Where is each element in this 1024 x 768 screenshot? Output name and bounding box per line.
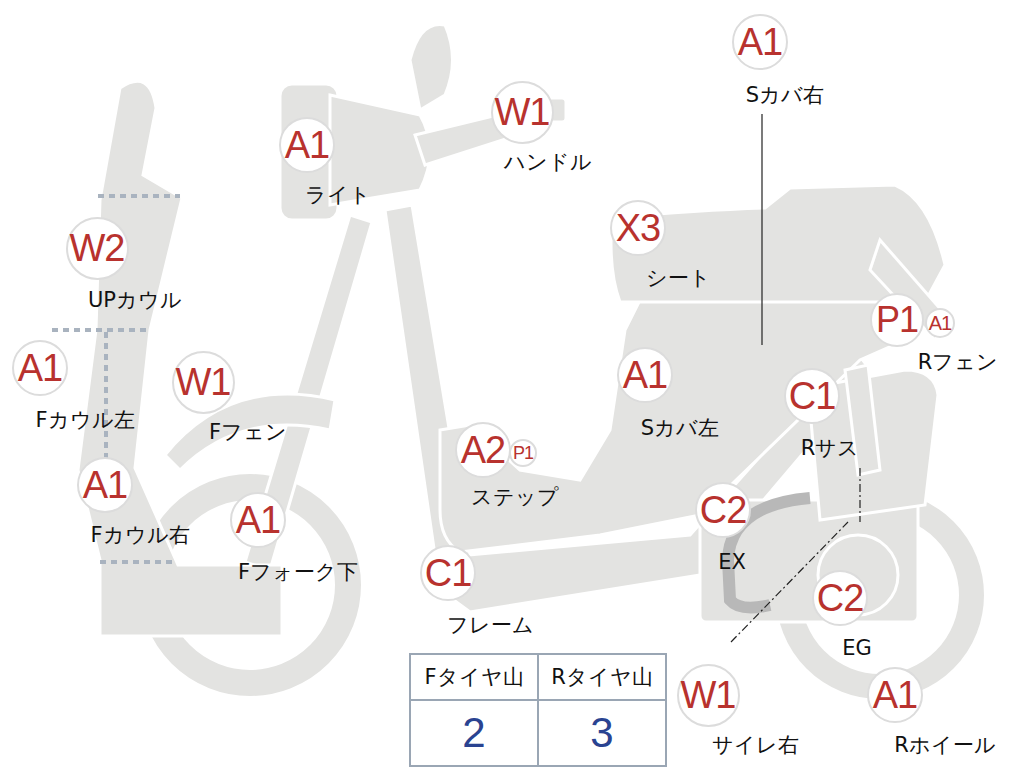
tyre-value: 3 — [590, 709, 613, 757]
callout-code: W1 — [172, 351, 235, 414]
parts-name: Fカウル右 — [90, 521, 189, 549]
callout-code: C2 — [695, 482, 751, 538]
callout-code: C1 — [420, 545, 476, 601]
callout-code: A1 — [279, 117, 335, 173]
callout-code: C2 — [812, 570, 868, 626]
callout-code: A1 — [732, 14, 788, 70]
callout-code: W1 — [491, 81, 554, 144]
parts-name: ステップ — [471, 483, 559, 511]
callout-code: A1 — [617, 347, 673, 403]
parts-name: ハンドル — [504, 148, 592, 176]
parts-name: Rホイール — [894, 731, 996, 759]
callout-code: C1 — [784, 368, 840, 424]
parts-name: Rサス — [801, 434, 860, 462]
callout-code: A1 — [925, 308, 955, 338]
callout-code: P1 — [870, 293, 924, 347]
parts-name: シート — [646, 264, 711, 292]
parts-name: Fフェン — [209, 418, 287, 446]
callout-code: X3 — [610, 200, 666, 256]
table-header: Rタイヤ山 — [551, 663, 653, 691]
parts-name: ライト — [305, 181, 371, 209]
callout-code: A1 — [77, 457, 133, 513]
table-header: Fタイヤ山 — [424, 663, 523, 691]
callout-code: A1 — [12, 340, 68, 396]
parts-name: Fフォーク下 — [238, 558, 358, 586]
callout-code: W1 — [677, 664, 740, 727]
parts-name: Rフェン — [918, 348, 999, 376]
parts-name: フレーム — [447, 611, 534, 639]
parts-name: EX — [718, 550, 746, 574]
callout-code: W2 — [66, 217, 129, 280]
parts-name: EG — [842, 636, 872, 660]
parts-name: Sカバ右 — [746, 81, 824, 109]
parts-name: UPカウル — [88, 286, 182, 314]
callout-code: P1 — [509, 439, 537, 467]
parts-name: Sカバ左 — [641, 414, 719, 442]
callout-code: A2 — [455, 422, 511, 478]
parts-name: Fカウル左 — [35, 406, 134, 434]
callout-code: A1 — [867, 667, 923, 723]
parts-name: サイレ右 — [712, 731, 799, 759]
tyre-value: 2 — [462, 709, 485, 757]
callout-code: A1 — [230, 492, 286, 548]
